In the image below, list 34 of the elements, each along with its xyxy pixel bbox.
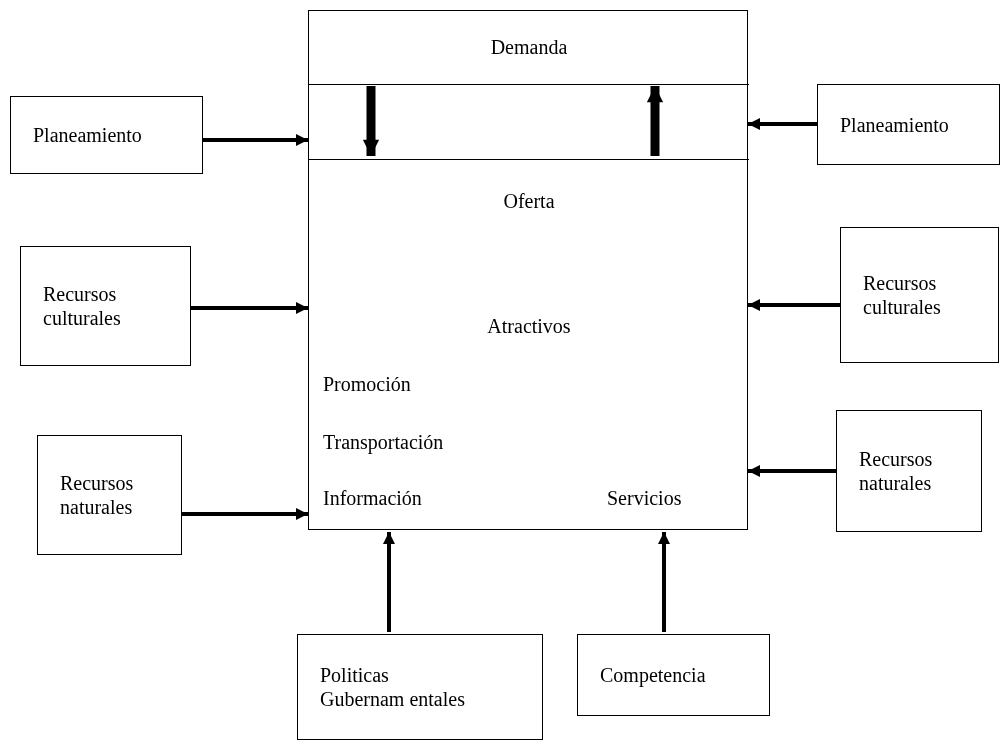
process-box (10, 96, 203, 174)
arrow (362, 86, 380, 156)
node-label: Servicios (607, 487, 682, 510)
arrow (748, 299, 840, 311)
node-label: Promoción (323, 373, 411, 396)
arrow (748, 465, 836, 477)
process-box (836, 410, 982, 532)
arrow (646, 86, 664, 156)
node-label: Recursos culturales (863, 271, 942, 319)
process-box (817, 84, 1000, 165)
node-label: Demanda (490, 36, 568, 59)
process-box (840, 227, 999, 363)
node-label: Recursos naturales (60, 471, 135, 519)
process-box (577, 634, 770, 716)
node-label: Atractivos (486, 315, 572, 338)
arrow (658, 532, 670, 632)
node-label: Oferta (502, 190, 556, 213)
arrow (191, 302, 308, 314)
system-box (308, 10, 748, 530)
node-label: Recursos culturales (43, 282, 122, 330)
node-label: Competencia (600, 663, 706, 687)
arrow (748, 118, 817, 130)
node-label: Planeamiento (33, 123, 142, 147)
process-box (37, 435, 182, 555)
arrow (203, 134, 308, 146)
arrow (182, 508, 308, 520)
node-label: Transportación (323, 431, 444, 454)
arrow (383, 532, 395, 632)
process-box (297, 634, 543, 740)
node-label: Politicas Gubernam entales (320, 663, 466, 711)
process-box (20, 246, 191, 366)
node-label: Planeamiento (840, 112, 949, 137)
node-label: Información (323, 487, 422, 510)
node-label: Recursos naturales (859, 447, 934, 495)
